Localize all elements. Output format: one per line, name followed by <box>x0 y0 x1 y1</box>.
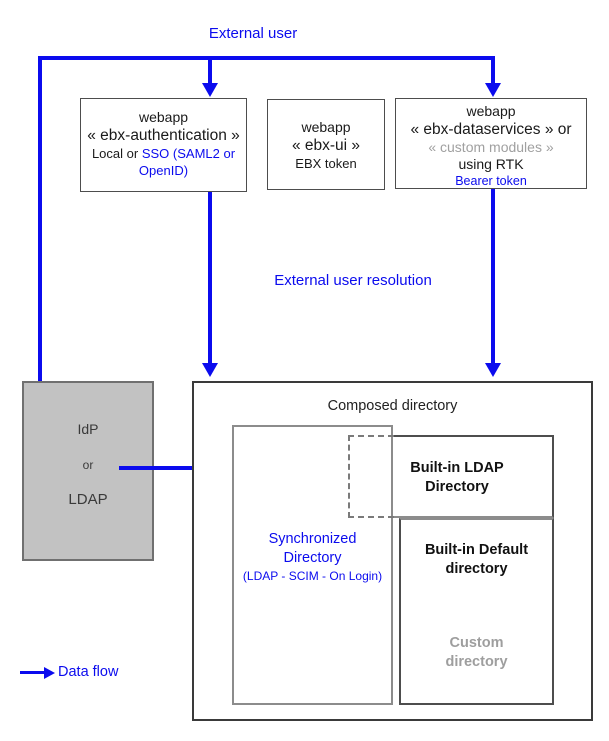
custom-directory-box: Custom directory <box>399 609 554 705</box>
webapp-ui-line2: « ebx-ui » <box>291 137 361 154</box>
webapp-ui-line3: EBX token <box>295 156 357 171</box>
webapp-ds-line1: webapp <box>466 103 516 119</box>
default-line2: directory <box>445 561 508 577</box>
custom-line1: Custom <box>449 635 504 651</box>
default-line1: Built-in Default <box>424 542 529 558</box>
arrow-down-dataservices-to-composed-icon <box>485 363 501 377</box>
arrow-down-to-auth-icon <box>202 83 218 97</box>
synchronized-directory-box: Synchronized Directory (LDAP - SCIM - On… <box>232 425 393 705</box>
webapp-auth-line3: Local or SSO (SAML2 or OpenID) <box>81 145 246 179</box>
webapp-ui-box: webapp « ebx-ui » EBX token <box>267 99 385 190</box>
flow-line-dataservices-to-composed <box>491 189 495 364</box>
sync-line2: Directory <box>283 550 342 566</box>
webapp-auth-line1: webapp <box>138 109 189 125</box>
sync-line1: Synchronized <box>268 531 357 547</box>
arrow-down-auth-to-composed-icon <box>202 363 218 377</box>
legend-arrow-icon <box>44 666 55 679</box>
flow-line-left-vertical <box>38 56 42 381</box>
idp-ldap-box: IdP or LDAP <box>22 381 154 561</box>
ldap-line2: Directory <box>425 479 489 495</box>
external-user-label: External user <box>208 25 298 42</box>
sync-line3: (LDAP - SCIM - On Login) <box>242 569 383 583</box>
webapp-authentication-box: webapp « ebx-authentication » Local or S… <box>80 98 247 192</box>
composed-directory-box: Composed directory Synchronized Director… <box>192 381 593 721</box>
builtin-ldap-directory-label: Built-in LDAP Directory <box>354 459 560 497</box>
ldap-line1: Built-in LDAP <box>410 460 504 476</box>
webapp-auth-line2: « ebx-authentication » <box>87 127 240 144</box>
composed-directory-title: Composed directory <box>327 398 458 414</box>
webapp-ds-line5: Bearer token <box>455 174 527 188</box>
or-label: or <box>82 458 94 472</box>
webapp-auth-sso-text: SSO (SAML2 or OpenID) <box>138 146 236 178</box>
data-flow-legend-label: Data flow <box>58 664 119 680</box>
flow-line-auth-to-composed <box>208 192 212 364</box>
arrow-down-to-dataservices-icon <box>485 83 501 97</box>
legend-arrow-line <box>20 671 44 674</box>
flow-line-idp-to-sync <box>119 466 215 470</box>
webapp-auth-local-text: Local or <box>91 146 142 161</box>
builtin-ldap-directory-box <box>394 435 554 518</box>
custom-line2: directory <box>445 654 508 670</box>
webapp-ds-line4: using RTK <box>458 156 524 172</box>
synchronized-directory-label: Synchronized Directory (LDAP - SCIM - On… <box>234 530 391 585</box>
webapp-ds-line2: « ebx-dataservices » or <box>410 121 572 138</box>
idp-label: IdP <box>77 421 99 437</box>
flow-line-to-auth <box>208 60 212 84</box>
webapp-ds-line3: « custom modules » <box>428 139 554 155</box>
builtin-default-directory-box: Built-in Default directory <box>399 518 554 611</box>
flow-line-top-horizontal <box>38 56 495 60</box>
builtin-ldap-hidden-dashed-outline <box>348 435 394 518</box>
webapp-ui-line1: webapp <box>301 119 351 135</box>
flow-line-to-dataservices <box>491 60 495 84</box>
external-user-resolution-label: External user resolution <box>274 272 432 289</box>
ldap-label: LDAP <box>68 491 108 508</box>
webapp-dataservices-box: webapp « ebx-dataservices » or « custom … <box>395 98 587 189</box>
